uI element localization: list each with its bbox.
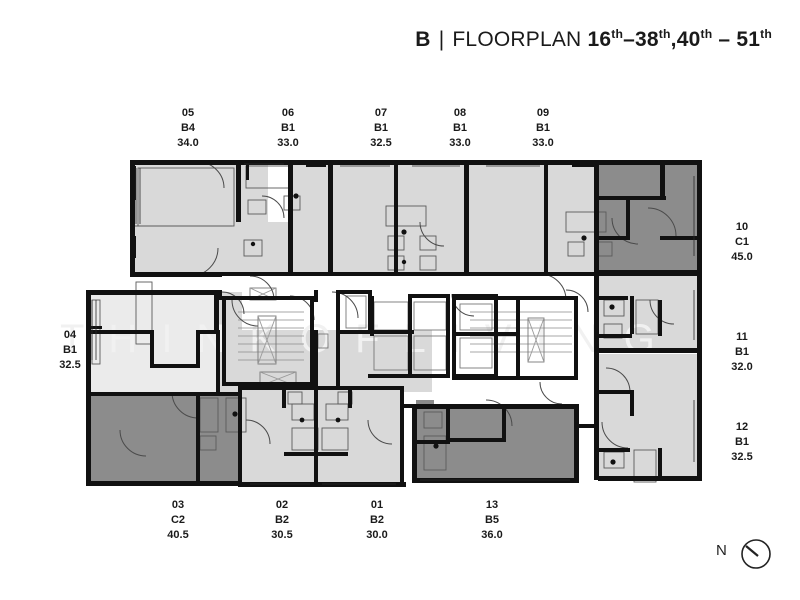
floor-dash-1: –: [623, 28, 635, 51]
unit-type: C1: [734, 236, 750, 248]
unit-number: 02: [275, 499, 289, 511]
unit-type: B1: [734, 346, 750, 358]
unit-type: B1: [373, 122, 389, 134]
floor-d-suffix: th: [760, 27, 772, 41]
unit-number: 04: [63, 329, 77, 341]
unit-type: B1: [62, 344, 78, 356]
unit-number: 09: [536, 107, 550, 119]
floor-b-suffix: th: [658, 27, 671, 41]
unit-area: 33.0: [449, 137, 471, 149]
unit-number: 08: [453, 107, 467, 119]
unit-type: B1: [280, 122, 296, 134]
unit-label-02: 02 B2 30.5: [252, 498, 312, 543]
glazing-lines: [91, 163, 695, 485]
unit-area: 33.0: [277, 137, 299, 149]
unit-label-10: 10 C1 45.0: [712, 220, 772, 265]
fixture-markers: [232, 193, 616, 465]
unit-area: 32.5: [370, 137, 392, 149]
svg-text:THINKOFLIVING: THINKOFLIVING: [60, 317, 679, 361]
unit-label-05: 05 B4 34.0: [158, 106, 218, 151]
unit-fills: [88, 162, 700, 484]
unit-label-01: 01 B2 30.0: [347, 498, 407, 543]
unit-area: 32.0: [731, 361, 753, 373]
floor-comma: ,: [670, 28, 677, 51]
unit-area: 34.0: [177, 137, 199, 149]
unit-number: 07: [374, 107, 388, 119]
unit-type: B1: [452, 122, 468, 134]
unit-label-06: 06 B1 33.0: [258, 106, 318, 151]
unit-type: B1: [535, 122, 551, 134]
unit-label-04: 04 B1 32.5: [40, 328, 100, 373]
floor-dash-2: –: [718, 28, 731, 51]
unit-type: B1: [734, 436, 750, 448]
floor-b-number: 38: [635, 28, 659, 51]
compass-icon: [741, 539, 771, 569]
unit-label-13: 13 B5 36.0: [462, 498, 522, 543]
unit-label-12: 12 B1 32.5: [712, 420, 772, 465]
floor-a-number: 16: [587, 28, 612, 51]
floor-a-suffix: th: [611, 27, 624, 41]
structural-walls: [86, 160, 702, 487]
unit-number: 13: [485, 499, 499, 511]
unit-area: 40.5: [167, 529, 189, 541]
page-title: B | FLOORPLAN 16th–38th,40th – 51th: [415, 28, 772, 50]
unit-number: 05: [181, 107, 195, 119]
page-header: B | FLOORPLAN 16th–38th,40th – 51th: [0, 0, 800, 72]
unit-type: B2: [369, 514, 385, 526]
title-floor-range: 16th–38th,40th – 51th: [587, 28, 772, 51]
unit-number: 03: [171, 499, 185, 511]
unit-type: B4: [180, 122, 196, 134]
compass-north-label: N: [716, 542, 727, 559]
title-word-floorplan: FLOORPLAN: [452, 28, 582, 51]
floor-c-suffix: th: [700, 27, 713, 41]
floor-d-number: 51: [736, 28, 761, 51]
unit-label-07: 07 B1 32.5: [351, 106, 411, 151]
unit-number: 01: [370, 499, 384, 511]
unit-area: 30.0: [366, 529, 388, 541]
unit-label-08: 08 B1 33.0: [430, 106, 490, 151]
unit-number: 12: [735, 421, 749, 433]
unit-area: 32.5: [731, 451, 753, 463]
unit-label-03: 03 C2 40.5: [148, 498, 208, 543]
unit-type: C2: [170, 514, 186, 526]
unit-area: 36.0: [481, 529, 503, 541]
unit-number: 06: [281, 107, 295, 119]
unit-label-09: 09 B1 33.0: [513, 106, 573, 151]
unit-area: 33.0: [532, 137, 554, 149]
title-building-letter: B: [415, 28, 431, 51]
unit-number: 11: [736, 331, 748, 343]
unit-area: 30.5: [271, 529, 293, 541]
unit-number: 10: [735, 221, 749, 233]
title-separator: |: [438, 28, 445, 51]
unit-type: B5: [484, 514, 500, 526]
north-compass: N: [716, 534, 776, 574]
unit-area: 45.0: [731, 251, 753, 263]
unit-type: B2: [274, 514, 290, 526]
unit-area: 32.5: [59, 359, 81, 371]
unit-label-11: 11 B1 32.0: [712, 330, 772, 375]
floor-c-number: 40: [676, 28, 701, 51]
watermark: THINKOFLIVING: [60, 317, 679, 361]
